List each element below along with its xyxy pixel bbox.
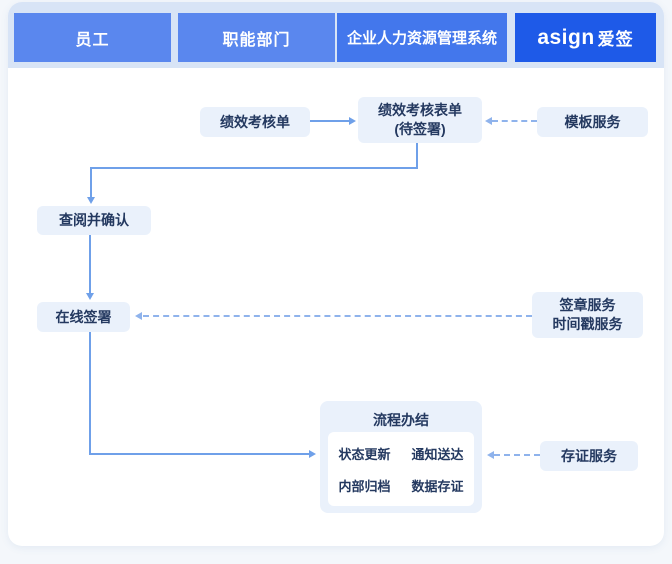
item-internal-archive: 内部归档 (338, 478, 391, 494)
connector-seal-service (143, 315, 532, 317)
connector-review-to-sign (89, 235, 91, 294)
node-label: 存证服务 (561, 447, 617, 464)
connector-form-across (90, 167, 418, 169)
node-label: 模板服务 (564, 113, 621, 130)
node-label: 查阅并确认 (59, 212, 129, 229)
arrowhead-evidence-service (487, 451, 494, 459)
arrowhead-form-to-review (87, 197, 95, 204)
node-evidence-service: 存证服务 (540, 441, 638, 471)
lane-header-label: 企业人力资源管理系统 (346, 30, 497, 47)
connector-form-to-review (90, 167, 92, 199)
arrowhead-template-service (485, 117, 492, 125)
group-title: 流程办结 (373, 412, 429, 428)
node-label: 在线签署 (55, 308, 112, 325)
node-template-service: 模板服务 (537, 107, 648, 137)
node-label-line2: (待签署) (394, 121, 446, 137)
arrowhead-appraisal-to-form (349, 117, 356, 125)
node-form-pending-sign: 绩效考核表单 (待签署) (358, 97, 482, 143)
node-label: 绩效考核单 (220, 113, 290, 130)
node-online-sign: 在线签署 (37, 302, 130, 332)
lane-header-functional-dept: 职能部门 (178, 13, 335, 62)
lane-header-label: 职能部门 (222, 31, 291, 49)
item-status-update: 状态更新 (338, 446, 391, 462)
arrowhead-review-to-sign (86, 293, 94, 300)
node-review-confirm: 查阅并确认 (37, 206, 151, 235)
node-label-line1: 签章服务 (559, 297, 616, 314)
connector-form-down (416, 143, 418, 169)
asign-logo-text: asign (537, 25, 595, 49)
lane-header-asign-brand: asign 爱签 (515, 13, 656, 62)
asign-logo-cn: 爱签 (597, 30, 634, 49)
node-label-line1: 绩效考核表单 (378, 102, 462, 119)
node-seal-timestamp-service: 签章服务 时间戳服务 (532, 292, 643, 338)
lane-header-employee: 员工 (14, 13, 171, 62)
connector-appraisal-to-form (310, 120, 350, 122)
item-data-evidence: 数据存证 (411, 478, 464, 494)
group-process-complete-items: 状态更新 通知送达 内部归档 数据存证 (328, 432, 474, 506)
arrowhead-sign-to-complete (309, 450, 316, 458)
connector-template-service (492, 120, 537, 122)
connector-sign-to-complete (89, 453, 311, 455)
item-notice-delivery: 通知送达 (411, 446, 464, 462)
lane-header-label: 员工 (75, 31, 110, 49)
group-process-complete: 流程办结 状态更新 通知送达 内部归档 数据存证 (320, 401, 482, 513)
node-label-line2: 时间戳服务 (552, 316, 623, 332)
arrowhead-seal-service (135, 312, 142, 320)
connector-evidence-service (494, 454, 540, 456)
lane-header-hr-system: 企业人力资源管理系统 (337, 13, 507, 62)
node-appraisal-form: 绩效考核单 (200, 107, 310, 137)
connector-sign-down (89, 332, 91, 455)
